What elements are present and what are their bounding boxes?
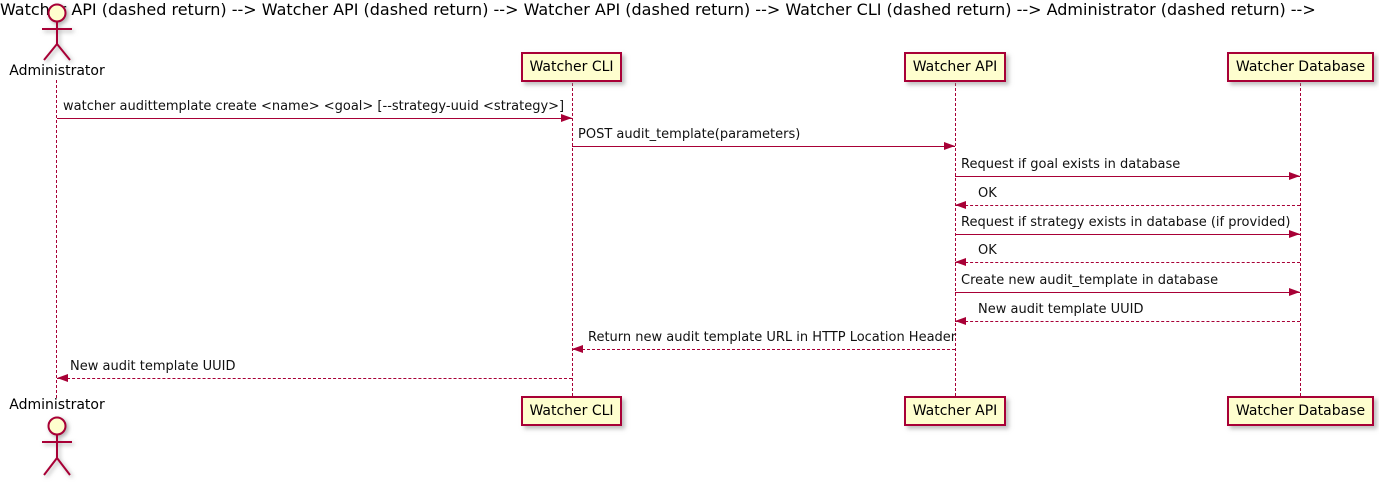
participant-box-watcher-api-bottom: Watcher API <box>904 396 1006 426</box>
message-label: watcher audittemplate create <name> <goa… <box>63 99 565 114</box>
message-arrow <box>572 349 955 350</box>
actor-icon <box>42 416 72 476</box>
message-label: POST audit_template(parameters) <box>578 127 801 142</box>
arrowhead-icon <box>1289 288 1300 296</box>
message-arrow <box>57 118 572 119</box>
message-label: OK <box>978 186 997 201</box>
message-arrow <box>955 176 1300 177</box>
lifeline-administrator <box>56 80 57 398</box>
arrowhead-icon <box>1289 230 1300 238</box>
message-label: Create new audit_template in database <box>961 273 1219 288</box>
message-arrow <box>955 292 1300 293</box>
message-label: Request if goal exists in database <box>961 157 1181 172</box>
actor-label-top: Administrator <box>9 63 105 79</box>
arrowhead-icon <box>955 317 966 325</box>
message-label: Return new audit template URL in HTTP Lo… <box>588 330 957 345</box>
arrowhead-icon <box>955 258 966 266</box>
lifeline-watcher-api <box>955 83 956 396</box>
arrowhead-icon <box>561 114 572 122</box>
arrowhead-icon <box>572 345 583 353</box>
participant-box-watcher-api-top: Watcher API <box>904 52 1006 82</box>
participant-box-watcher-database-top: Watcher Database <box>1227 52 1374 82</box>
message-label: Request if strategy exists in database (… <box>961 215 1291 230</box>
lifeline-watcher-database <box>1300 83 1301 396</box>
message-label: New audit template UUID <box>978 302 1144 317</box>
participant-box-watcher-cli-top: Watcher CLI <box>521 52 622 82</box>
message-arrow <box>955 205 1300 206</box>
arrowhead-icon <box>944 142 955 150</box>
message-arrow <box>955 321 1300 322</box>
message-arrow <box>955 262 1300 263</box>
lifeline-watcher-cli <box>572 83 573 396</box>
message-label: New audit template UUID <box>70 359 236 374</box>
arrowhead-icon <box>57 374 68 382</box>
message-label: OK <box>978 243 997 258</box>
message-arrow <box>57 378 572 379</box>
arrowhead-icon <box>955 201 966 209</box>
participant-box-watcher-cli-bottom: Watcher CLI <box>521 396 622 426</box>
participant-box-watcher-database-bottom: Watcher Database <box>1227 396 1374 426</box>
arrowhead-icon <box>1289 172 1300 180</box>
actor-label-bottom: Administrator <box>9 397 105 413</box>
actor-icon <box>42 3 72 61</box>
message-arrow <box>955 234 1300 235</box>
message-arrow <box>572 146 955 147</box>
